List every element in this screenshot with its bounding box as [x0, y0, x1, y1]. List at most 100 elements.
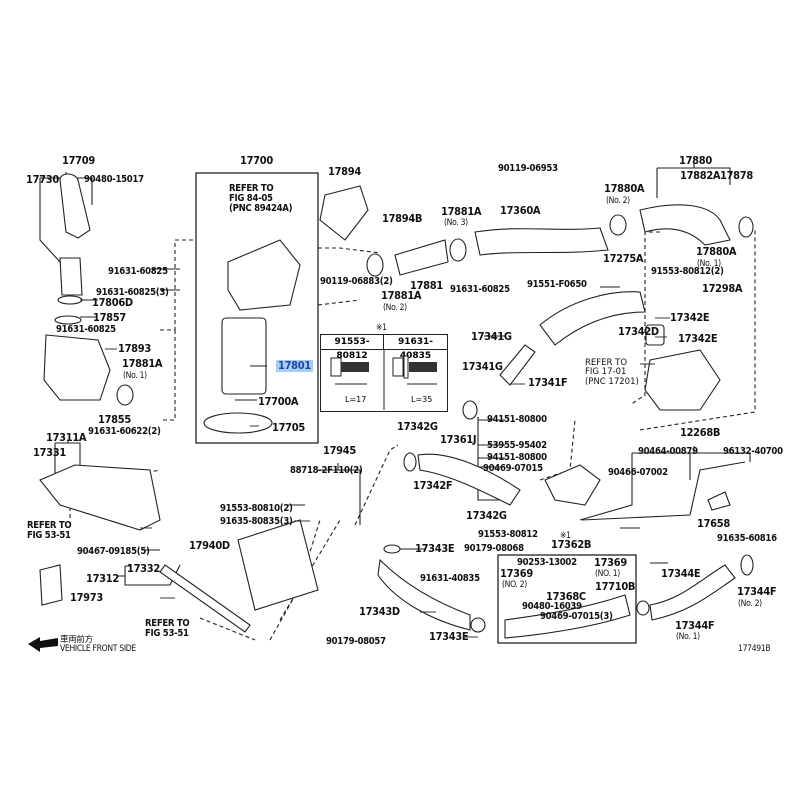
- label-91631-40835[interactable]: 91631-40835: [420, 573, 480, 584]
- label-17709[interactable]: 17709: [62, 154, 95, 167]
- label-17710B[interactable]: 17710B: [595, 580, 636, 593]
- label-90179-08057[interactable]: 90179-08057: [326, 636, 386, 647]
- label-17880[interactable]: 17880: [679, 154, 712, 167]
- label-17344F-no2[interactable]: 17344F: [737, 585, 777, 598]
- label-90467-09185[interactable]: 90467-09185(5): [77, 546, 150, 557]
- vehicle-front-label-en: VEHICLE FRONT SIDE: [60, 644, 136, 654]
- label-17369-no1[interactable]: 17369: [594, 556, 627, 569]
- label-96132-40700[interactable]: 96132-40700: [723, 446, 783, 457]
- label-91631-60825-b[interactable]: 91631-60825: [56, 324, 116, 335]
- label-17855[interactable]: 17855: [98, 413, 131, 426]
- label-17857[interactable]: 17857: [93, 311, 126, 324]
- label-17658[interactable]: 17658: [697, 517, 730, 530]
- label-17368C[interactable]: 17368C: [546, 590, 586, 603]
- label-17344F-no1[interactable]: 17344F: [675, 619, 715, 632]
- label-no2-c: (NO. 2): [502, 580, 527, 590]
- label-17342E-a[interactable]: 17342E: [670, 311, 710, 324]
- label-90469-07015-3[interactable]: 90469-07015(3): [540, 611, 613, 622]
- label-17801-highlighted[interactable]: 17801: [276, 359, 313, 372]
- label-17341G-b[interactable]: 17341G: [462, 360, 503, 373]
- label-17341G-a[interactable]: 17341G: [471, 330, 512, 343]
- vehicle-front-label-jp: 車両前方: [60, 635, 93, 645]
- label-17700A[interactable]: 17700A: [258, 395, 299, 408]
- label-17342G-a[interactable]: 17342G: [397, 420, 438, 433]
- label-17882A[interactable]: 17882A: [680, 169, 721, 182]
- label-17343E-a[interactable]: 17343E: [415, 542, 455, 555]
- label-17973[interactable]: 17973: [70, 591, 103, 604]
- label-12268B[interactable]: 12268B: [680, 426, 721, 439]
- label-17331[interactable]: 17331: [33, 446, 66, 459]
- label-90469-07015[interactable]: 90469-07015: [483, 463, 543, 474]
- label-17881A-no1[interactable]: 17881A: [122, 357, 163, 370]
- label-17362B[interactable]: 17362B: [551, 538, 592, 551]
- label-17881[interactable]: 17881: [410, 279, 443, 292]
- label-17275A[interactable]: 17275A: [603, 252, 644, 265]
- label-91631-60825-3[interactable]: 91631-60825(3): [96, 287, 169, 298]
- label-17705[interactable]: 17705: [272, 421, 305, 434]
- part-hose-12268B: [581, 461, 746, 521]
- label-17343E-b[interactable]: 17343E: [429, 630, 469, 643]
- label-17894[interactable]: 17894: [328, 165, 361, 178]
- refer-to-2-line3: (PNC 17201): [585, 377, 639, 387]
- label-17311A[interactable]: 17311A: [46, 431, 87, 444]
- label-90179-08068[interactable]: 90179-08068: [464, 543, 524, 554]
- label-90466-07002[interactable]: 90466-07002: [608, 467, 668, 478]
- bolt-length-table: 91553-80812 91631-40835 L=17 L=35: [320, 334, 448, 412]
- label-17341F[interactable]: 17341F: [528, 376, 568, 389]
- label-90480-15017[interactable]: 90480-15017: [84, 174, 144, 185]
- part-17730-duct: [59, 173, 91, 239]
- label-17298A[interactable]: 17298A: [702, 282, 743, 295]
- label-91551-F0650[interactable]: 91551-F0650: [527, 279, 587, 290]
- label-17880A-no1[interactable]: 17880A: [696, 245, 737, 258]
- label-17343D[interactable]: 17343D: [359, 605, 400, 618]
- note-mark-2: ※1: [560, 531, 571, 541]
- label-17880A-no2[interactable]: 17880A: [604, 182, 645, 195]
- label-91635-80835[interactable]: 91635-80835(3): [220, 516, 293, 527]
- bolt-illustrations: [330, 350, 437, 410]
- label-17881A-no3[interactable]: 17881A: [441, 205, 482, 218]
- label-91635-60816[interactable]: 91635-60816: [717, 533, 777, 544]
- label-17878[interactable]: 17878: [720, 169, 753, 182]
- label-94151-80800-a[interactable]: 94151-80800: [487, 414, 547, 425]
- label-90464-00879[interactable]: 90464-00879: [638, 446, 698, 457]
- label-no1-d: (No. 1): [676, 632, 700, 642]
- label-94151-80800-b[interactable]: 94151-80800: [487, 452, 547, 463]
- label-53955-95402[interactable]: 53955-95402: [487, 440, 547, 451]
- label-91553-80812[interactable]: 91553-80812: [478, 529, 538, 540]
- label-17940D[interactable]: 17940D: [189, 539, 230, 552]
- label-17806D[interactable]: 17806D: [92, 296, 133, 309]
- bolt-table-part-1: 91553-80812: [321, 335, 384, 361]
- label-17369-no2[interactable]: 17369: [500, 567, 533, 580]
- part-17705-cover: [203, 412, 273, 434]
- label-17700[interactable]: 17700: [240, 154, 273, 167]
- label-90119-06883[interactable]: 90119-06883(2): [320, 276, 393, 287]
- label-17332[interactable]: 17332: [127, 562, 160, 575]
- label-17342D[interactable]: 17342D: [618, 325, 659, 338]
- bypass-group-box: [497, 554, 637, 644]
- label-17342F[interactable]: 17342F: [413, 479, 453, 492]
- label-91553-80810[interactable]: 91553-80810(2): [220, 503, 293, 514]
- label-91631-60825-c[interactable]: 91631-60825: [450, 284, 510, 295]
- label-17894B[interactable]: 17894B: [382, 212, 423, 225]
- label-17360A[interactable]: 17360A: [500, 204, 541, 217]
- label-17730[interactable]: 17730: [26, 173, 59, 186]
- label-17945[interactable]: 17945: [323, 444, 356, 457]
- part-17894-resonator: [319, 185, 369, 241]
- label-90119-06953[interactable]: 90119-06953: [498, 163, 558, 174]
- label-91553-80812-2[interactable]: 91553-80812(2): [651, 266, 724, 277]
- label-90480-16039[interactable]: 90480-16039: [522, 601, 582, 612]
- label-17342E-b[interactable]: 17342E: [678, 332, 718, 345]
- label-91631-60622[interactable]: 91631-60622(2): [88, 426, 161, 437]
- label-17344E[interactable]: 17344E: [661, 567, 701, 580]
- part-17342F-hose: [417, 453, 521, 506]
- label-88718-2F110[interactable]: 88718-2F110(2): [290, 465, 363, 476]
- label-17881A-no2[interactable]: 17881A: [381, 289, 422, 302]
- label-91631-60825-a[interactable]: 91631-60825: [108, 266, 168, 277]
- label-17893[interactable]: 17893: [118, 342, 151, 355]
- label-17342G-b[interactable]: 17342G: [466, 509, 507, 522]
- label-17312[interactable]: 17312: [86, 572, 119, 585]
- label-17361J[interactable]: 17361J: [440, 433, 477, 446]
- label-90253-13002[interactable]: 90253-13002: [517, 557, 577, 568]
- bolt-table-length-1: L=17: [345, 395, 367, 404]
